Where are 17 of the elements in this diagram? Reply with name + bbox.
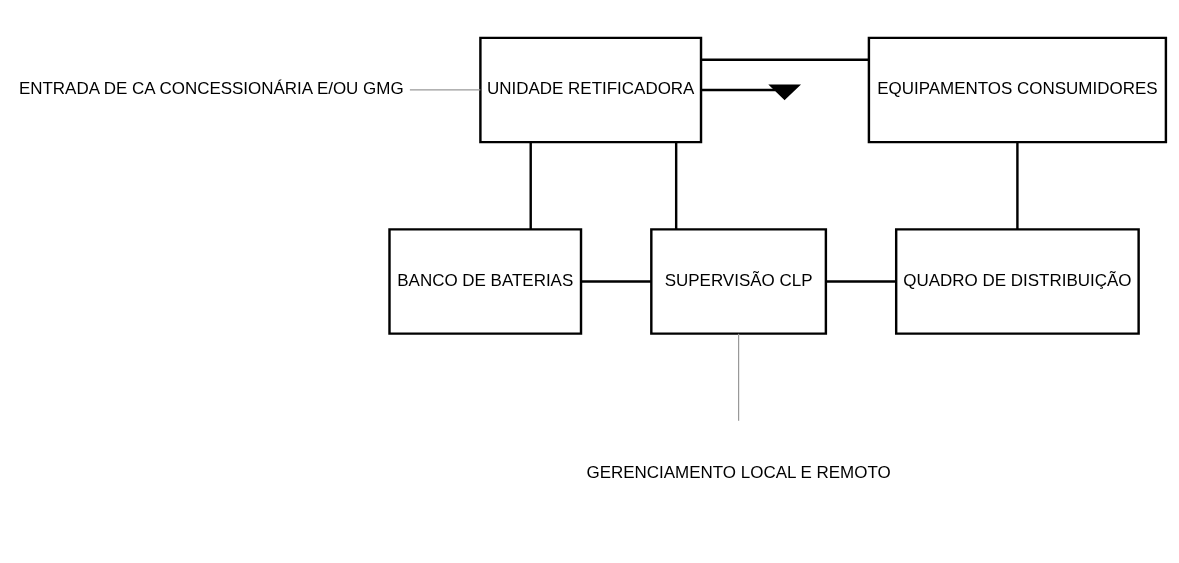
connector — [826, 280, 897, 283]
connector — [409, 89, 481, 91]
connector — [701, 88, 776, 92]
connector — [674, 142, 678, 230]
connector — [738, 333, 740, 422]
node-text: ENTRADA DE CA CONCESSIONÁRIA E/OU GMG — [18, 79, 404, 99]
node-box: EQUIPAMENTOS CONSUMIDORES — [867, 36, 1168, 144]
node-box: UNIDADE RETIFICADORA — [479, 36, 703, 144]
connector — [701, 58, 869, 61]
connector — [1016, 142, 1019, 230]
node-box: QUADRO DE DISTRIBUIÇÃO — [895, 228, 1140, 335]
connector — [529, 142, 532, 230]
node-text: GERENCIAMENTO LOCAL E REMOTO — [586, 462, 891, 482]
node-box: BANCO DE BATERIAS — [388, 228, 583, 335]
node-ground — [768, 84, 802, 101]
node-box: SUPERVISÃO CLP — [650, 228, 828, 335]
connector — [581, 280, 651, 283]
